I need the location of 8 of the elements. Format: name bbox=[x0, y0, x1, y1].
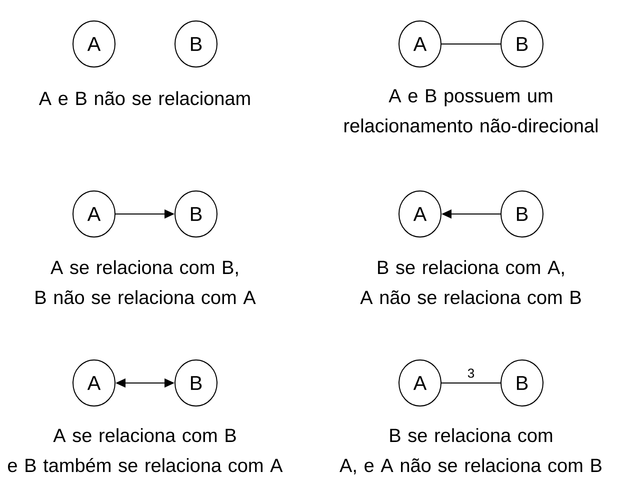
caption: A e B não se relacionam bbox=[38, 91, 250, 106]
caption: A se relaciona com B, B não se relaciona com A bbox=[36, 260, 256, 304]
caption: B se relaciona com A, A não se relaciona com B bbox=[360, 260, 581, 304]
edge-label: 3 bbox=[468, 368, 474, 378]
caption: A se relaciona com B e B também se relaciona com A bbox=[8, 428, 283, 472]
caption: B se relaciona com A, e A não se relaciona com B bbox=[340, 428, 602, 474]
caption: A e B possuem um relacionamento não-direcional bbox=[344, 89, 598, 132]
connector bbox=[441, 382, 501, 384]
